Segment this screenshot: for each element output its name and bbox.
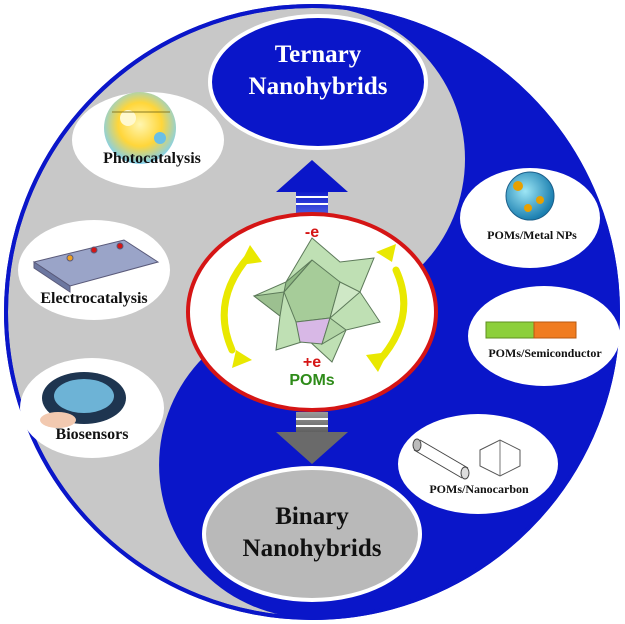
nanotube-graphene-icon <box>412 438 521 480</box>
down-arrow <box>276 412 348 464</box>
electrocatalysis-label: Electrocatalysis <box>40 290 148 307</box>
sun-particle-icon <box>104 92 176 164</box>
poms-label: POMs <box>289 372 335 389</box>
ternary-title-line2: Nanohybrids <box>248 73 388 100</box>
semiconductor-bar-icon <box>485 321 577 339</box>
binary-title-line1: Binary <box>275 503 349 530</box>
biosensors-label: Biosensors <box>55 426 129 443</box>
coated-nanoparticle-icon <box>505 171 555 221</box>
plus-e-label: +e <box>302 354 322 371</box>
polyoxometalate-cluster-icon <box>252 237 381 363</box>
nanocarbon-bubble <box>398 414 558 514</box>
nanocarbon-label: POMs/Nanocarbon <box>429 482 529 496</box>
graphene-sheet-icon <box>32 239 160 293</box>
minus-e-label: -e <box>304 224 320 241</box>
binary-oval <box>202 466 422 602</box>
up-arrow <box>276 160 348 214</box>
semiconductor-label: POMs/Semiconductor <box>488 346 602 360</box>
ternary-title-line1: Ternary <box>274 41 362 68</box>
sensor-chip-icon <box>40 372 126 428</box>
ternary-oval <box>208 14 428 150</box>
binary-title-line2: Nanohybrids <box>242 535 382 562</box>
photocatalysis-label: Photocatalysis <box>103 150 201 167</box>
metal-nps-label: POMs/Metal NPs <box>487 228 577 242</box>
